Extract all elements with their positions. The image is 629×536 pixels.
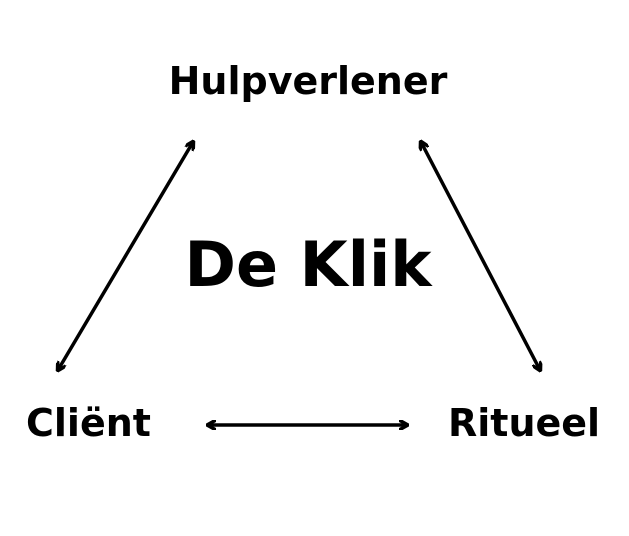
- arrow-hulpverlener-ritueel: [421, 142, 540, 370]
- node-hulpverlener: Hulpverlener: [168, 59, 448, 103]
- arrow-client-hulpverlener: [58, 142, 193, 370]
- node-ritueel: Ritueel: [448, 401, 601, 445]
- node-client: Cliënt: [26, 401, 151, 445]
- diagram-center-title: De Klik: [184, 228, 432, 301]
